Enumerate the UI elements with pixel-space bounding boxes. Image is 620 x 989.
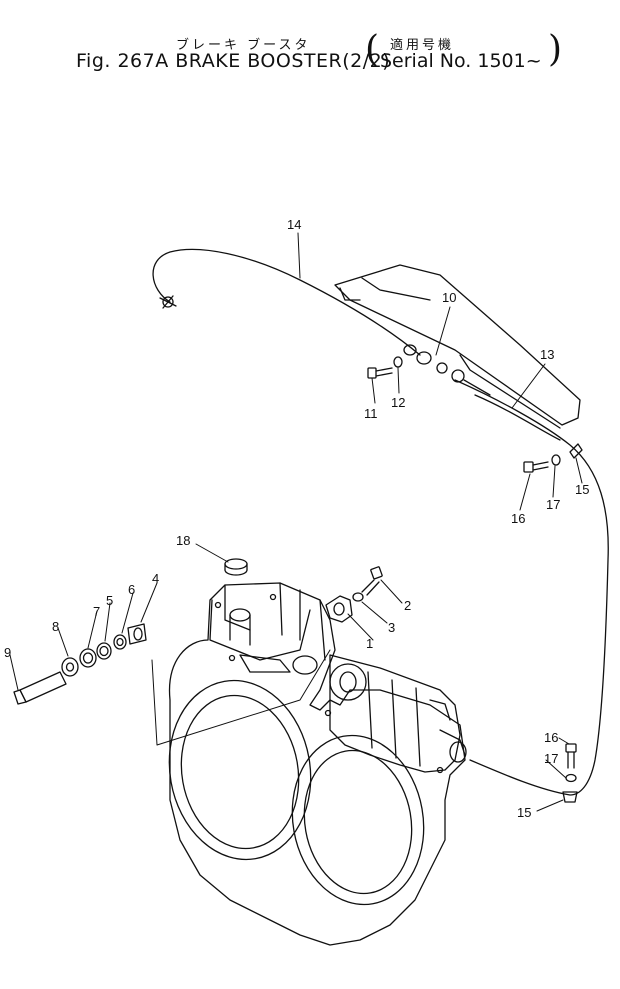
callout-16-upper: 16	[511, 511, 525, 526]
callout-14: 14	[287, 217, 301, 232]
serial-japanese: 適用号機	[390, 38, 455, 53]
callout-9: 9	[4, 645, 11, 660]
bolt-16-lower	[565, 743, 577, 769]
callout-18: 18	[176, 533, 190, 548]
callout-6: 6	[128, 582, 135, 597]
callout-3: 3	[388, 620, 395, 635]
callout-13: 13	[540, 347, 554, 362]
callout-4: 4	[152, 571, 159, 586]
leader-lines	[9, 232, 583, 812]
callout-12: 12	[391, 395, 405, 410]
figure-title: Fig. 267A BRAKE BOOSTER(2/2)	[76, 50, 391, 72]
callout-5: 5	[106, 593, 113, 608]
clamp-15-lower	[562, 791, 578, 803]
callout-17-lower: 17	[544, 751, 558, 766]
brake-booster-unit	[329, 654, 467, 773]
callout-7: 7	[93, 604, 100, 619]
callout-15-lower: 15	[517, 805, 531, 820]
cable-13	[454, 379, 609, 796]
clamp-15-upper	[569, 443, 583, 459]
close-paren-glyph: )	[548, 29, 563, 70]
cable-14	[152, 248, 421, 356]
callout-15-upper: 15	[575, 482, 589, 497]
assembly-guide-line	[151, 649, 331, 746]
clamp-1	[325, 595, 353, 623]
bolt-16-upper	[523, 461, 549, 473]
cap-18	[224, 558, 248, 576]
callout-11: 11	[364, 406, 378, 421]
shaft-stack	[13, 623, 147, 705]
callout-2: 2	[404, 598, 411, 613]
callout-8: 8	[52, 619, 59, 634]
cable-fittings	[403, 344, 491, 396]
serial-range: Serial No. 1501~	[380, 50, 542, 72]
cable-13-inner	[474, 394, 561, 441]
callout-labels: 14 10 13 11 12 16 17 15 18 1 2 3 4 6 5 7…	[4, 217, 589, 820]
washer-3	[352, 592, 364, 602]
callout-17-upper: 17	[546, 497, 560, 512]
transmission-housing	[168, 582, 466, 946]
title-japanese: ブレーキ ブースタ	[176, 38, 311, 53]
washer-17-lower	[565, 773, 577, 783]
cable-end-fitting	[159, 295, 177, 309]
bolt-2	[361, 566, 383, 596]
bolt-11	[367, 367, 393, 379]
fender-bracket	[334, 264, 581, 429]
washer-17-upper	[551, 454, 561, 466]
open-paren-glyph: (	[365, 29, 380, 70]
washer-12	[393, 356, 403, 368]
callout-16-lower: 16	[544, 730, 558, 745]
callout-1: 1	[366, 636, 373, 651]
callout-10: 10	[442, 290, 456, 305]
